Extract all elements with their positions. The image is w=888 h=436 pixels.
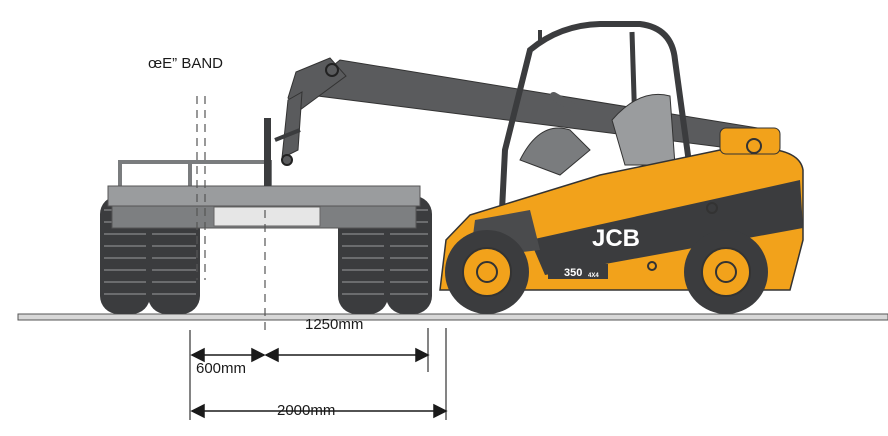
dimension-600-label: 600mm — [196, 360, 247, 377]
ground-line — [17, 313, 888, 321]
dimension-600-arrow — [190, 347, 266, 363]
trailer-post — [264, 118, 271, 186]
dimension-2000-label: 2000mm — [277, 402, 336, 419]
model-suffix: 4X4 — [588, 273, 599, 279]
dimension-lines — [189, 328, 447, 420]
trailer-bed — [107, 160, 421, 229]
telehandler: JCB 350 4X4 — [274, 21, 804, 314]
model-number: 350 — [564, 267, 582, 279]
dimension-1250-arrow — [264, 347, 430, 363]
dimension-1250-label: 1250mm — [305, 316, 364, 333]
telehandler-wheel-front — [684, 230, 768, 314]
band-guide-lines — [196, 96, 266, 330]
telehandler-wheel-rear — [445, 230, 529, 314]
band-label: œE” BAND — [148, 55, 223, 72]
brand-logo: JCB — [592, 225, 640, 252]
telehandler-seat — [519, 92, 676, 176]
trailer — [100, 118, 432, 314]
dimension-2000-arrow — [190, 403, 448, 419]
